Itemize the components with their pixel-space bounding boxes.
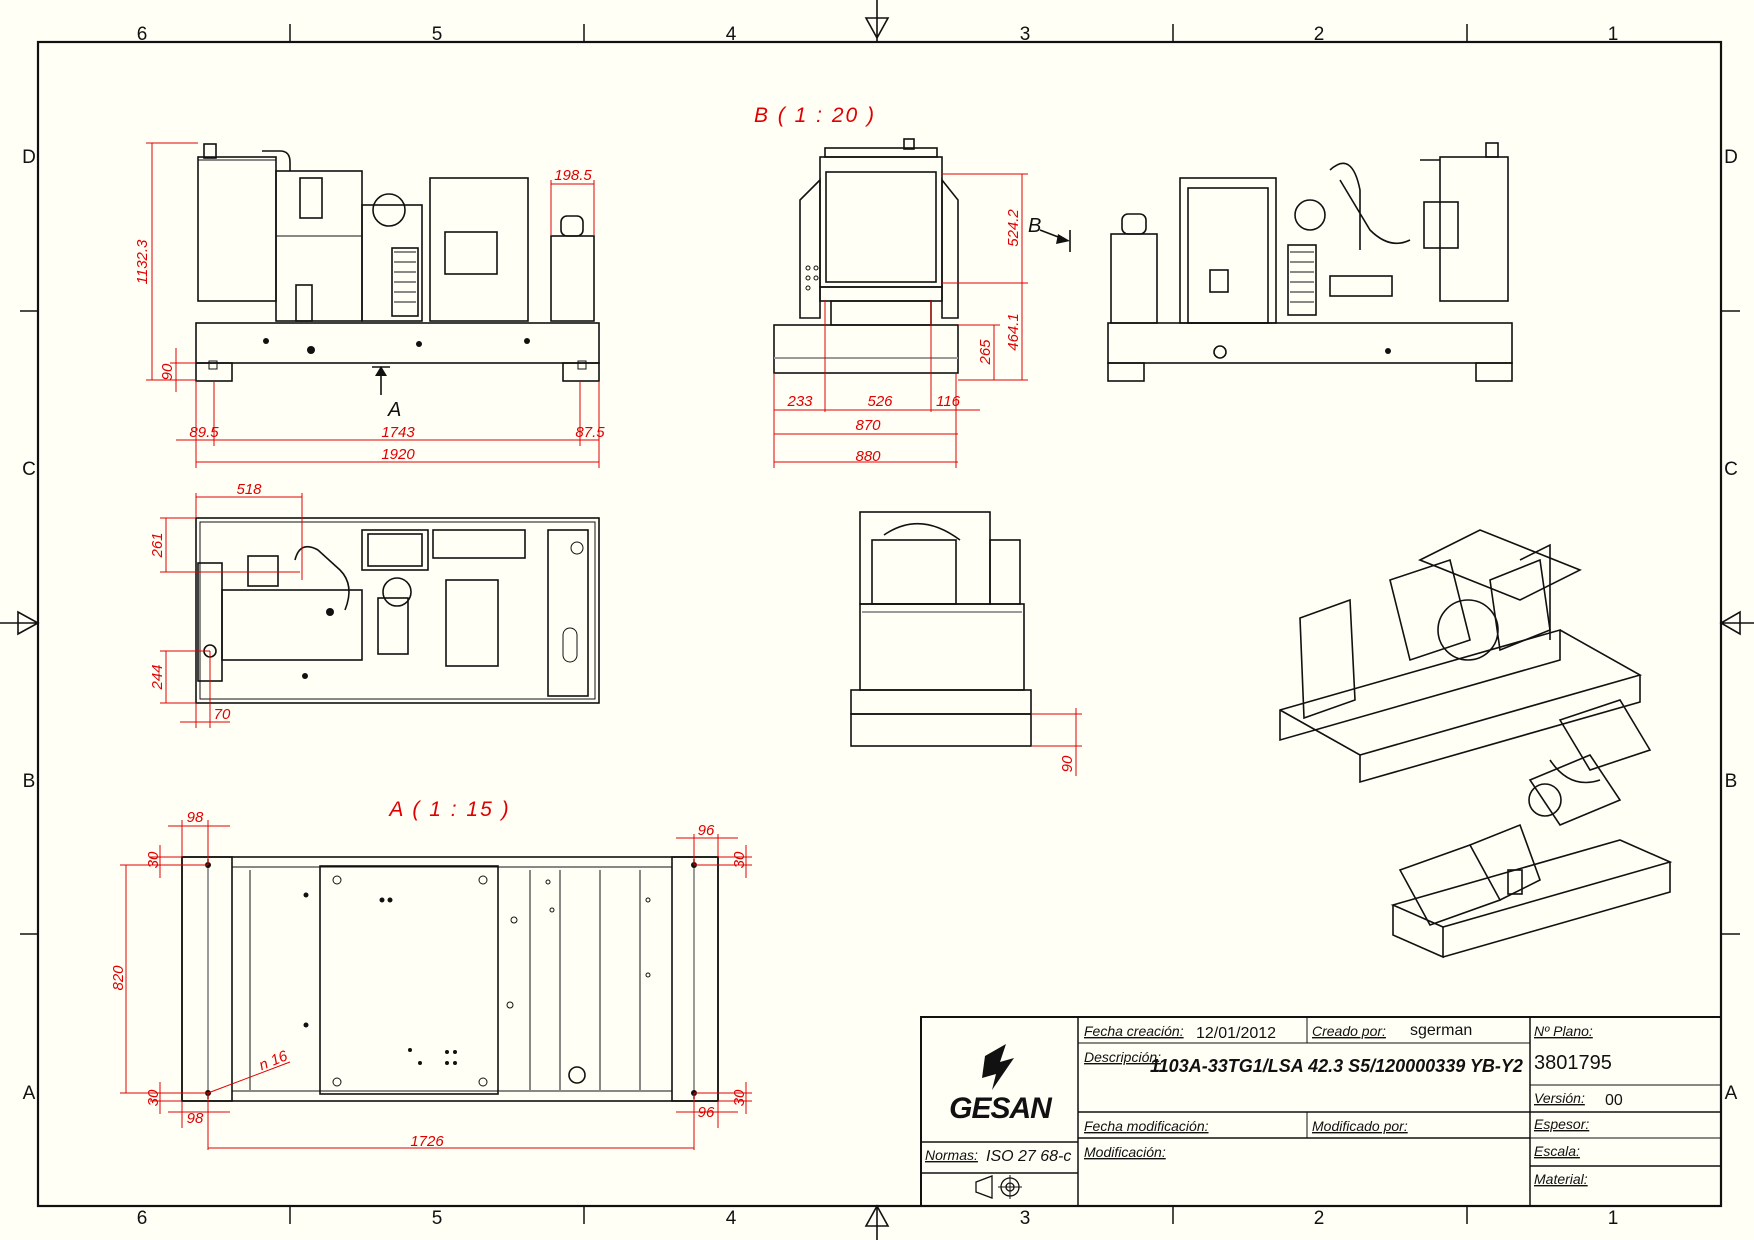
escala-label: Escala: [1534, 1143, 1580, 1159]
dim-base-820: 820 [110, 965, 127, 991]
version-label: Versión: [1534, 1090, 1585, 1106]
creado-por-value: sgerman [1410, 1022, 1472, 1039]
modificado-por-label: Modificado por: [1312, 1118, 1408, 1134]
creado-por-label: Creado por: [1312, 1023, 1386, 1039]
dim-base-hole: n 16 [257, 1047, 291, 1074]
zone-bottom-6: 6 [137, 1208, 148, 1229]
zone-bottom-2: 2 [1314, 1208, 1325, 1229]
dim-base-30-tl: 30 [145, 851, 162, 868]
dim-front-skid: 90 [159, 363, 176, 380]
dim-side-upper: 524.2 [1005, 209, 1022, 247]
detail-a-base [181, 856, 719, 1102]
side-view-b: B [773, 138, 1071, 374]
n-plano-value: 3801795 [1534, 1052, 1612, 1074]
fecha-modificacion-label: Fecha modificación: [1084, 1118, 1209, 1134]
zone-bottom-4: 4 [726, 1208, 737, 1229]
zone-top-1: 1 [1608, 24, 1619, 45]
section-arrow-a-label: A [387, 399, 401, 421]
back-view [1107, 142, 1513, 382]
zone-top-6: 6 [137, 24, 148, 45]
dim-side-left: 233 [786, 393, 813, 410]
descripcion-label: Descripción: [1084, 1049, 1161, 1065]
modificacion-label: Modificación: [1084, 1144, 1166, 1160]
zone-labels: 6 5 4 3 2 1 6 5 4 3 2 1 D C B A D C B A [22, 24, 1738, 1229]
zone-top-2: 2 [1314, 24, 1325, 45]
section-arrow-b-label: B [1028, 215, 1041, 237]
dim-base-96-bottom: 96 [698, 1104, 715, 1121]
dim-front-total-length: 1920 [381, 446, 415, 463]
zone-top-3: 3 [1020, 24, 1031, 45]
front-view: A [195, 143, 600, 421]
dim-base-30-br: 30 [731, 1089, 748, 1106]
dim-side-mid: 526 [867, 393, 893, 410]
projection-symbol-icon [975, 1175, 1022, 1199]
zone-right-d: D [1724, 147, 1738, 168]
espesor-label: Espesor: [1534, 1116, 1589, 1132]
side-view-b-dimensions: 524.2 464.1 265 233 526 116 870 880 [773, 173, 1028, 468]
dim-base-30-bl: 30 [145, 1089, 162, 1106]
dim-base-98-bottom: 98 [187, 1110, 204, 1127]
zone-top-5: 5 [432, 24, 443, 45]
top-view [195, 517, 600, 704]
dim-front-right-offset: 87.5 [575, 424, 605, 441]
dim-front-left-offset: 89.5 [189, 424, 219, 441]
detail-a-title: A ( 1 : 15 ) [387, 798, 510, 821]
dim-base-1726: 1726 [410, 1133, 444, 1150]
dim-side-880: 880 [855, 448, 881, 465]
front-view-dimensions: 1132.3 90 198.5 89.5 1743 87.5 1920 [134, 142, 605, 468]
zone-right-c: C [1724, 459, 1738, 480]
dim-front-height: 1132.3 [134, 239, 151, 284]
dim-top-518: 518 [236, 481, 262, 498]
fecha-creacion-value: 12/01/2012 [1196, 1025, 1276, 1042]
zone-right-a: A [1725, 1083, 1738, 1104]
zone-left-b: B [23, 771, 36, 792]
isometric-view-top [1279, 529, 1643, 784]
dim-top-261: 261 [149, 532, 166, 558]
gesan-logo: GESAN [949, 1044, 1054, 1125]
zone-left-a: A [23, 1083, 36, 1104]
zone-bottom-1: 1 [1608, 1208, 1619, 1229]
normas-value: ISO 27 68-c [986, 1148, 1071, 1165]
dim-front-tank-width: 198.5 [554, 167, 592, 184]
detail-a-dimensions: 98 96 30 30 820 n 16 30 30 98 96 [110, 809, 752, 1150]
version-value: 00 [1605, 1092, 1623, 1109]
normas-label: Normas: [925, 1147, 978, 1163]
dim-rear-skid: 90 [1059, 755, 1076, 772]
dim-base-96-top: 96 [698, 822, 715, 839]
dim-top-244: 244 [149, 664, 166, 690]
rear-view-dimensions: 90 [1031, 708, 1082, 776]
material-label: Material: [1534, 1171, 1588, 1187]
dim-side-870: 870 [855, 417, 881, 434]
zone-right-b: B [1725, 771, 1738, 792]
zone-bottom-5: 5 [432, 1208, 443, 1229]
top-view-dimensions: 518 261 244 70 [149, 481, 303, 728]
zone-bottom-3: 3 [1020, 1208, 1031, 1229]
dim-top-70: 70 [214, 706, 231, 723]
dim-side-right: 116 [936, 393, 961, 410]
section-b-title: B ( 1 : 20 ) [754, 104, 876, 127]
fecha-creacion-label: Fecha creación: [1084, 1023, 1184, 1039]
zone-left-d: D [22, 147, 36, 168]
zone-top-4: 4 [726, 24, 737, 45]
isometric-view-bottom [1390, 699, 1673, 959]
logo-text: GESAN [949, 1092, 1053, 1125]
n-plano-label: Nº Plano: [1534, 1023, 1593, 1039]
dim-front-inner-length: 1743 [381, 424, 415, 441]
dim-side-lower: 464.1 [1005, 313, 1022, 351]
descripcion-value: 1103A-33TG1/LSA 42.3 S5/120000339 YB-Y2 [1150, 1056, 1523, 1076]
dim-side-base: 265 [977, 339, 994, 366]
dim-base-98-top: 98 [187, 809, 204, 826]
zone-left-c: C [22, 459, 36, 480]
dim-base-30-tr: 30 [731, 851, 748, 868]
rear-view [850, 511, 1032, 747]
title-block: GESAN Fecha creación: 12/01/2012 Creado … [920, 1016, 1722, 1207]
